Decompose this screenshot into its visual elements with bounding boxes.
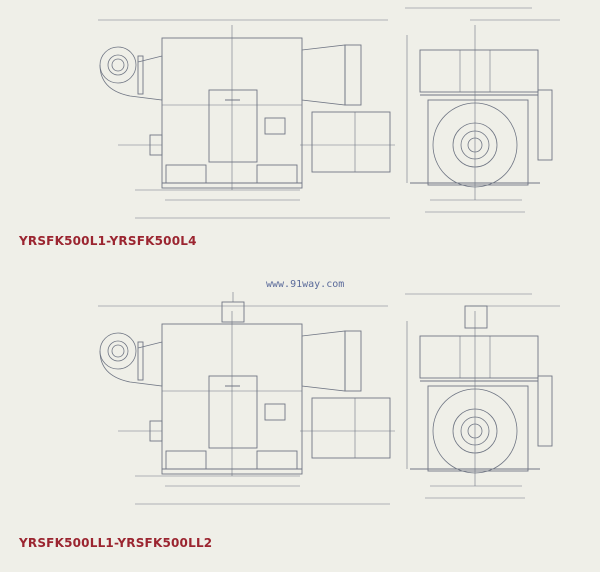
blower-ring: [107, 340, 129, 362]
blower-flange: [137, 55, 144, 95]
blower-ring: [111, 344, 125, 358]
top-fan-motor-end: [464, 305, 488, 329]
inspection-cover: [264, 403, 286, 421]
cooler-hood: [301, 44, 346, 106]
slip-ring-housing: [311, 397, 391, 459]
watermark-url: www.91way.com: [266, 279, 345, 290]
mounting-foot: [256, 450, 298, 470]
cooler-top: [419, 335, 539, 379]
terminal-box-side: [537, 375, 553, 447]
top-fan-motor: [221, 301, 245, 323]
drawing-panel-l-series: [98, 7, 560, 219]
motor-drawing-ll-series: [98, 292, 560, 505]
cooler-outlet: [344, 330, 362, 392]
terminal-box-side: [537, 89, 553, 161]
model-title-ll-series: YRSFK500LL1-YRSFK500LL2: [19, 536, 213, 550]
blower-ring: [111, 58, 125, 72]
blower-flange: [137, 341, 144, 381]
mounting-foot: [256, 164, 298, 184]
blower-housing: [99, 332, 137, 370]
mounting-foot: [165, 450, 207, 470]
blower-duct: [99, 55, 163, 101]
model-title-l-series: YRSFK500L1-YRSFK500L4: [19, 234, 197, 248]
cooler-outlet: [344, 44, 362, 106]
terminal-box: [208, 89, 258, 163]
end-frame: [427, 99, 529, 186]
blower-housing: [99, 46, 137, 84]
mounting-foot: [165, 164, 207, 184]
cooler-top: [419, 49, 539, 93]
blower-ring: [107, 54, 129, 76]
drawing-panel-ll-series: [0, 286, 600, 572]
blower-duct: [99, 341, 163, 387]
cooler-hood: [301, 330, 346, 392]
terminal-box: [208, 375, 258, 449]
end-frame: [427, 385, 529, 472]
motor-drawing-l-series: [98, 7, 560, 219]
slip-ring-housing: [311, 111, 391, 173]
inspection-cover: [264, 117, 286, 135]
